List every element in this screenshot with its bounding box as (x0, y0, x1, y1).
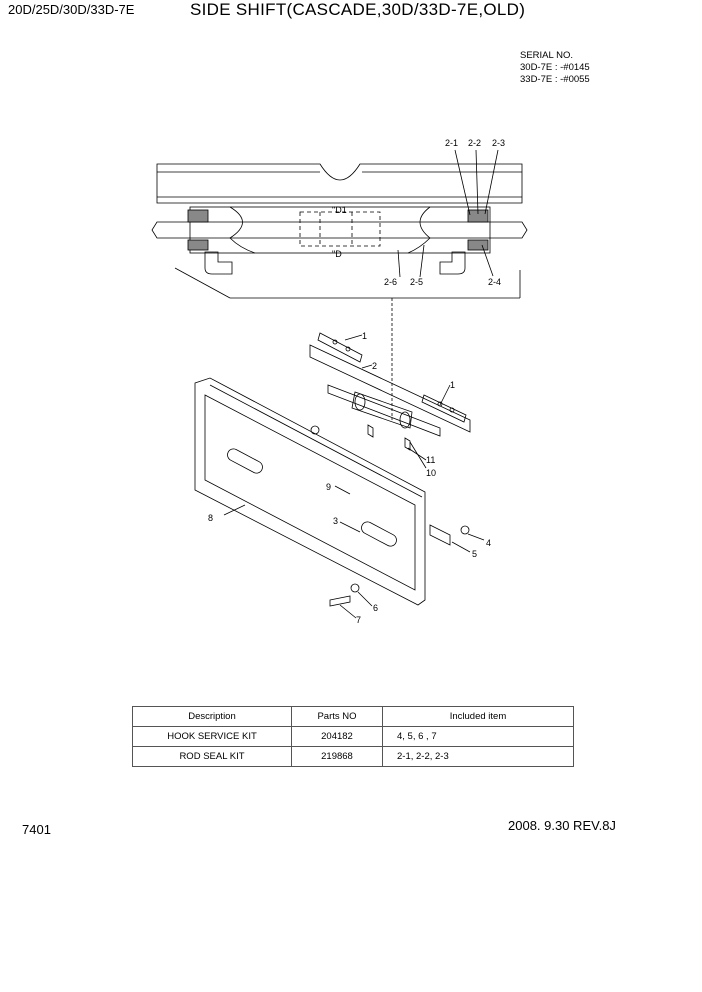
callout-2: 2 (372, 361, 377, 371)
cylinder-label-bottom: "D (332, 249, 342, 259)
serial-line-33d: 33D-7E : -#0055 (520, 74, 590, 85)
callout-2-4: 2-4 (488, 277, 501, 287)
col-included-item: Included item (382, 706, 574, 727)
cylinder-section-view (151, 149, 528, 420)
callout-2-6: 2-6 (384, 277, 397, 287)
table-row: ROD SEAL KIT 219868 2-1, 2-2, 2-3 (132, 746, 574, 767)
row-description: HOOK SERVICE KIT (132, 726, 292, 747)
col-description: Description (132, 706, 292, 727)
row-included-item: 4, 5, 6 , 7 (382, 726, 574, 747)
callout-8: 8 (208, 513, 213, 523)
callout-1-upper: 1 (362, 331, 367, 341)
model-code: 20D/25D/30D/33D-7E (8, 2, 135, 17)
callout-1-right: 1 (450, 380, 455, 390)
exploded-view (194, 332, 485, 619)
row-parts-no: 219868 (291, 746, 383, 767)
page-title: SIDE SHIFT(CASCADE,30D/33D-7E,OLD) (190, 0, 526, 19)
serial-line-30d: 30D-7E : -#0145 (520, 62, 590, 73)
callout-2-3: 2-3 (492, 138, 505, 148)
parts-drawing: "D1 "D 2-1 2-2 2-3 2-4 2-5 2-6 1 2 1 11 … (151, 138, 528, 625)
service-kit-table: Description Parts NO Included item HOOK … (132, 706, 574, 767)
table-row: HOOK SERVICE KIT 204182 4, 5, 6 , 7 (132, 726, 574, 747)
serial-block: SERIAL NO. 30D-7E : -#0145 33D-7E : -#00… (520, 50, 590, 86)
page-number: 7401 (22, 822, 51, 837)
callout-2-1: 2-1 (445, 138, 458, 148)
row-description: ROD SEAL KIT (132, 746, 292, 767)
callout-11: 11 (426, 455, 435, 465)
serial-heading: SERIAL NO. (520, 50, 573, 61)
revision-date: 2008. 9.30 REV.8J (508, 818, 616, 833)
callout-4: 4 (486, 538, 491, 548)
row-parts-no: 204182 (291, 726, 383, 747)
col-parts-no: Parts NO (291, 706, 383, 727)
callout-10: 10 (426, 468, 436, 478)
callout-3: 3 (333, 516, 338, 526)
row-included-item: 2-1, 2-2, 2-3 (382, 746, 574, 767)
callout-7: 7 (356, 615, 361, 625)
callout-2-2: 2-2 (468, 138, 481, 148)
cylinder-label-top: "D1 (332, 205, 347, 215)
callout-2-5: 2-5 (410, 277, 423, 287)
table-header-row: Description Parts NO Included item (132, 706, 574, 727)
callout-5: 5 (472, 549, 477, 559)
callout-9: 9 (326, 482, 331, 492)
callout-6: 6 (373, 603, 378, 613)
